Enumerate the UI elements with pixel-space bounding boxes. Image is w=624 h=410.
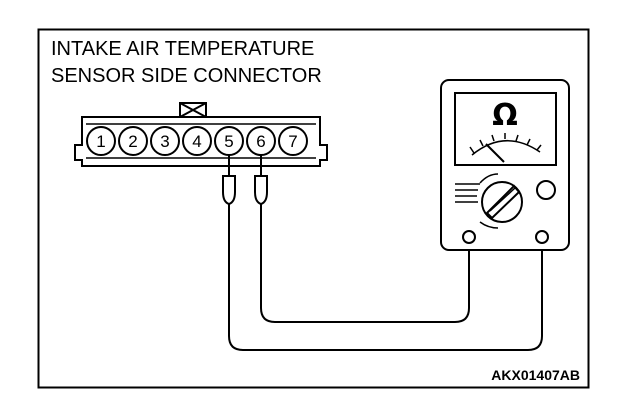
test-lead-pin-6: [260, 204, 470, 323]
pin-circle-3: [150, 126, 180, 156]
test-probes: [222, 155, 268, 206]
figure-code: AKX01407AB: [491, 367, 580, 383]
pin-circle-2: [118, 126, 148, 156]
meter-display: [454, 92, 557, 166]
title-line-1: INTAKE AIR TEMPERATURE: [51, 38, 314, 60]
pin-circle-7: [278, 126, 308, 156]
needle-scale-icon: [469, 133, 542, 163]
test-lead-pin-5: [228, 204, 543, 351]
ohmmeter: Ω: [440, 79, 570, 251]
pin-circle-4: [182, 126, 212, 156]
range-dial-icon: [455, 173, 523, 229]
terminal-left: [462, 230, 476, 244]
connector-pins: 1 2 3 4 5 6 7: [86, 126, 308, 156]
terminal-right: [535, 230, 549, 244]
terminal-icon: [462, 230, 549, 244]
probe-pin-6: [254, 155, 268, 206]
lock-tab-x-icon: [179, 102, 207, 118]
pin-label-6: 6: [256, 132, 265, 151]
probe-pin-5: [222, 155, 236, 206]
pin-label-7: 7: [288, 132, 297, 151]
pin-label-1: 1: [96, 132, 105, 151]
zero-adjust-icon: [536, 180, 556, 200]
pin-label-4: 4: [192, 132, 201, 151]
pin-label-3: 3: [160, 132, 169, 151]
title-line-2: SENSOR SIDE CONNECTOR: [51, 65, 322, 87]
pin-circle-1: [86, 126, 116, 156]
pin-label-2: 2: [128, 132, 137, 151]
test-leads: [228, 204, 543, 351]
ohm-symbol: Ω: [492, 98, 518, 133]
pin-label-5: 5: [224, 132, 233, 151]
